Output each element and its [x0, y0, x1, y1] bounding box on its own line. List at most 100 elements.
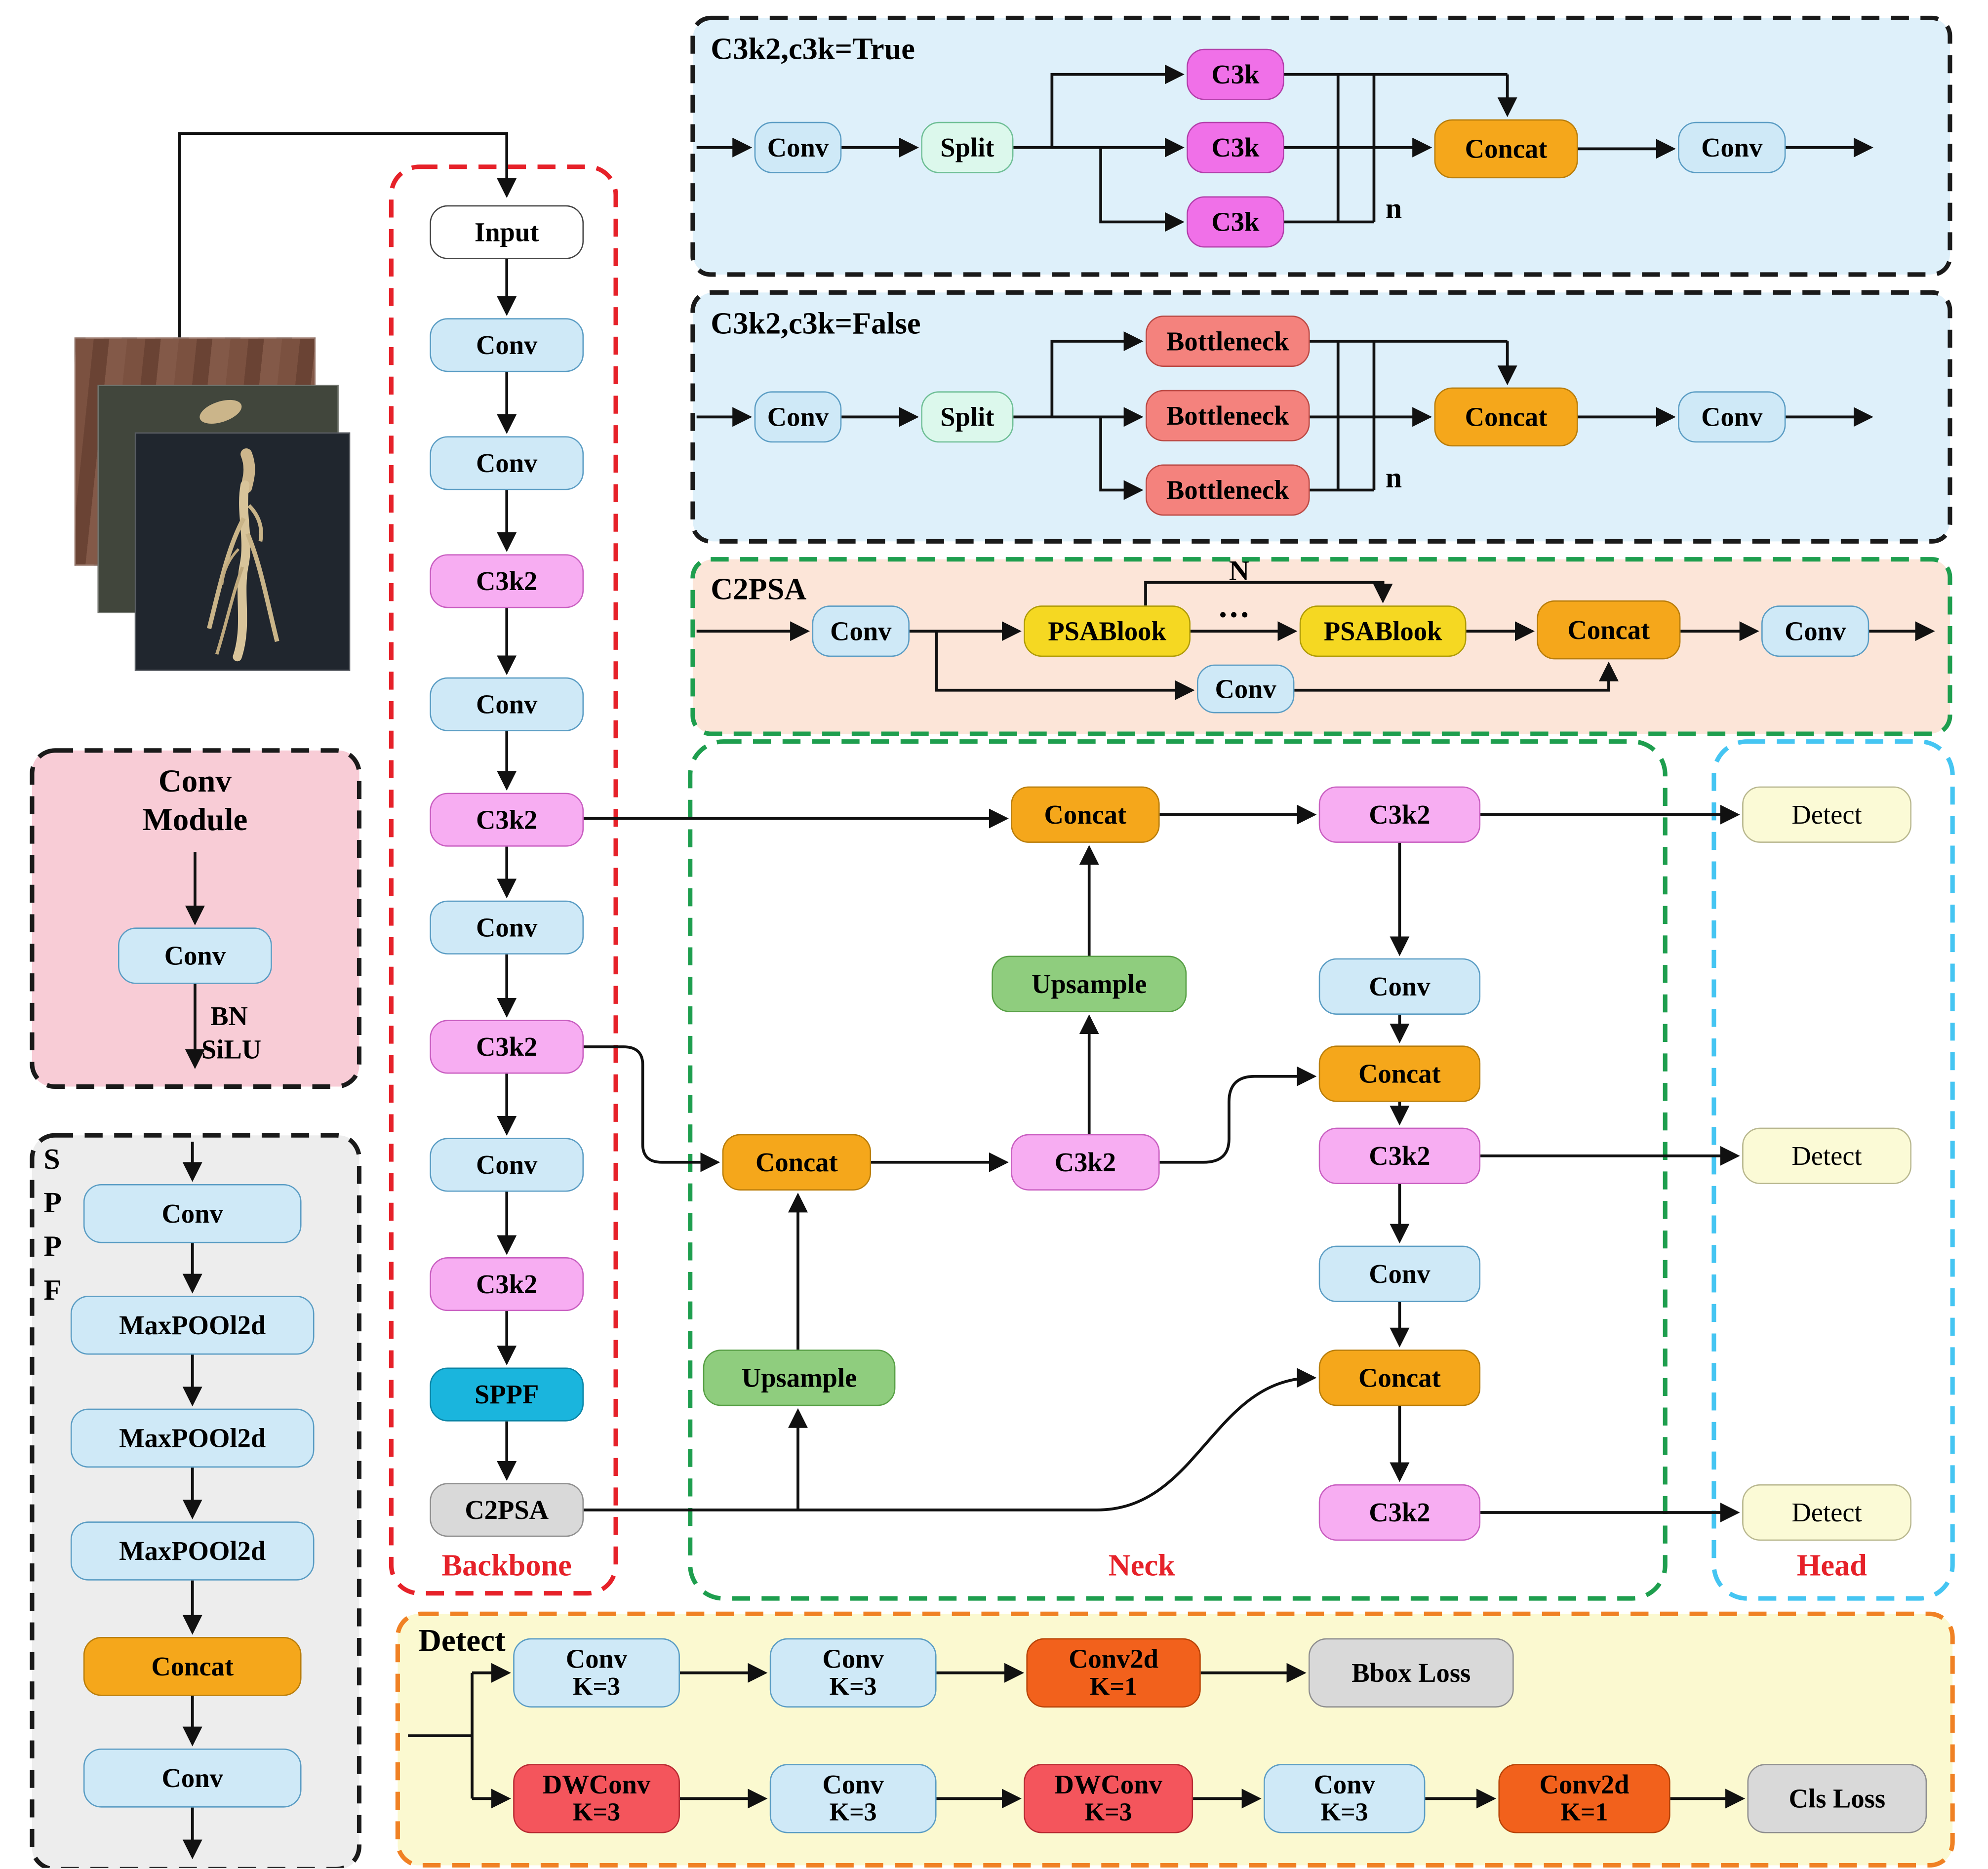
psablock-1: PSABlook	[1024, 605, 1191, 657]
root-tip	[197, 395, 245, 429]
c2psa-branch-conv: Conv	[1196, 664, 1295, 714]
c2psa-conv-in: Conv	[812, 605, 910, 657]
neck-concat-p3: Concat	[722, 1134, 872, 1191]
block-label: DWConv	[1054, 1769, 1162, 1800]
sppf-maxpool-2: MaxPOOl2d	[70, 1408, 315, 1468]
block-label: Conv2d	[1069, 1643, 1159, 1674]
c3k2-true-title: C3k2,c3k=True	[711, 33, 915, 67]
backbone-conv-1: Conv	[430, 318, 584, 372]
block-label: Conv	[1313, 1769, 1375, 1800]
c3k2-true-split: Split	[921, 121, 1014, 173]
neck-upsample-p4: Upsample	[992, 955, 1187, 1012]
block-kernel: K=3	[1320, 1798, 1368, 1827]
c3k2-true-conv-in: Conv	[754, 121, 842, 173]
c3k2-false-n-label: n	[1385, 462, 1402, 494]
sppf-letter-p1: P	[43, 1187, 62, 1219]
block-label: Bbox Loss	[1352, 1657, 1471, 1688]
conv-module-bn-label: BN	[210, 1000, 248, 1032]
sample-photo-front	[134, 432, 351, 671]
neck-label: Neck	[1108, 1550, 1175, 1583]
neck-c3k2-p4: C3k2	[1318, 786, 1481, 843]
detect-title: Detect	[418, 1624, 506, 1659]
sppf-maxpool-3: MaxPOOl2d	[70, 1521, 315, 1581]
head-detect-2: Detect	[1742, 1127, 1912, 1184]
block-label: Cls Loss	[1789, 1783, 1886, 1814]
sppf-maxpool-1: MaxPOOl2d	[70, 1295, 315, 1355]
sppf-conv-2: Conv	[83, 1749, 302, 1808]
neck-concat-bot: Concat	[1318, 1350, 1481, 1406]
block-label: Conv	[822, 1643, 884, 1674]
c3k2-false-concat: Concat	[1434, 387, 1578, 447]
backbone-conv-4: Conv	[430, 900, 584, 954]
head-detect-1: Detect	[1742, 786, 1912, 843]
backbone-c3k2-4: C3k2	[430, 1257, 584, 1312]
conv-module-silu-label: SiLU	[201, 1034, 262, 1065]
c3k2-true-n-label: n	[1385, 192, 1402, 225]
c3k-block-1: C3k	[1187, 48, 1284, 100]
block-kernel: K=3	[573, 1672, 621, 1701]
block-kernel: K=1	[1090, 1672, 1138, 1701]
neck-c3k2-mid: C3k2	[1318, 1127, 1481, 1184]
bottleneck-block-1: Bottleneck	[1146, 316, 1310, 367]
neck-c3k2-p3: C3k2	[1011, 1134, 1160, 1191]
block-label: Conv	[822, 1769, 884, 1800]
c3k2-false-split: Split	[921, 391, 1014, 443]
cls-loss-block: Cls Loss	[1747, 1764, 1927, 1833]
c2psa-dots-label: ...	[1219, 587, 1252, 625]
backbone-conv-2: Conv	[430, 436, 584, 490]
sppf-letter-p2: P	[43, 1230, 62, 1263]
neck-concat-mid: Concat	[1318, 1045, 1481, 1102]
sppf-conv-1: Conv	[83, 1184, 302, 1243]
c3k2-true-concat: Concat	[1434, 119, 1578, 179]
block-kernel: K=3	[573, 1798, 621, 1827]
head-detect-3: Detect	[1742, 1484, 1912, 1541]
c2psa-conv-out: Conv	[1761, 605, 1869, 657]
block-kernel: K=3	[829, 1672, 877, 1701]
backbone-conv-5: Conv	[430, 1138, 584, 1192]
neck-conv-down: Conv	[1318, 1245, 1481, 1302]
sppf-concat: Concat	[83, 1637, 302, 1696]
backbone-c3k2-1: C3k2	[430, 554, 584, 608]
sppf-letter-s: S	[43, 1143, 60, 1175]
bbox-loss-block: Bbox Loss	[1308, 1638, 1514, 1708]
ginseng-root-illustration	[207, 448, 279, 662]
c2psa-title: C2PSA	[711, 573, 807, 607]
conv-module-title-line2: Module	[142, 803, 248, 838]
block-kernel: K=1	[1560, 1798, 1608, 1827]
block-label: Conv	[565, 1643, 628, 1674]
sppf-letter-f: F	[43, 1273, 62, 1306]
c3k2-false-conv-out: Conv	[1678, 391, 1786, 443]
neck-upsample-p3: Upsample	[703, 1350, 896, 1406]
backbone-c3k2-2: C3k2	[430, 793, 584, 847]
neck-c3k2-bot: C3k2	[1318, 1484, 1481, 1541]
bottleneck-block-2: Bottleneck	[1146, 390, 1310, 441]
c3k2-true-conv-out: Conv	[1678, 121, 1786, 173]
conv-module-title-line1: Conv	[158, 764, 232, 799]
conv-module-panel	[32, 750, 359, 1087]
block-kernel: K=3	[1084, 1798, 1132, 1827]
backbone-sppf-block: SPPF	[430, 1367, 584, 1422]
c2psa-n-label: N	[1229, 554, 1250, 587]
c3k2-false-conv-in: Conv	[754, 391, 842, 443]
backbone-label: Backbone	[441, 1550, 572, 1583]
head-label: Head	[1796, 1550, 1867, 1583]
c3k-block-2: C3k	[1187, 121, 1284, 173]
block-label: Conv2d	[1539, 1769, 1630, 1800]
block-label: DWConv	[542, 1769, 651, 1800]
conv-module-conv: Conv	[118, 927, 272, 984]
backbone-c2psa-block: C2PSA	[430, 1483, 584, 1537]
block-kernel: K=3	[829, 1798, 877, 1827]
c2psa-concat: Concat	[1537, 600, 1681, 660]
c3k-block-3: C3k	[1187, 196, 1284, 248]
psablock-2: PSABlook	[1299, 605, 1467, 657]
neck-concat-p4: Concat	[1011, 786, 1160, 843]
